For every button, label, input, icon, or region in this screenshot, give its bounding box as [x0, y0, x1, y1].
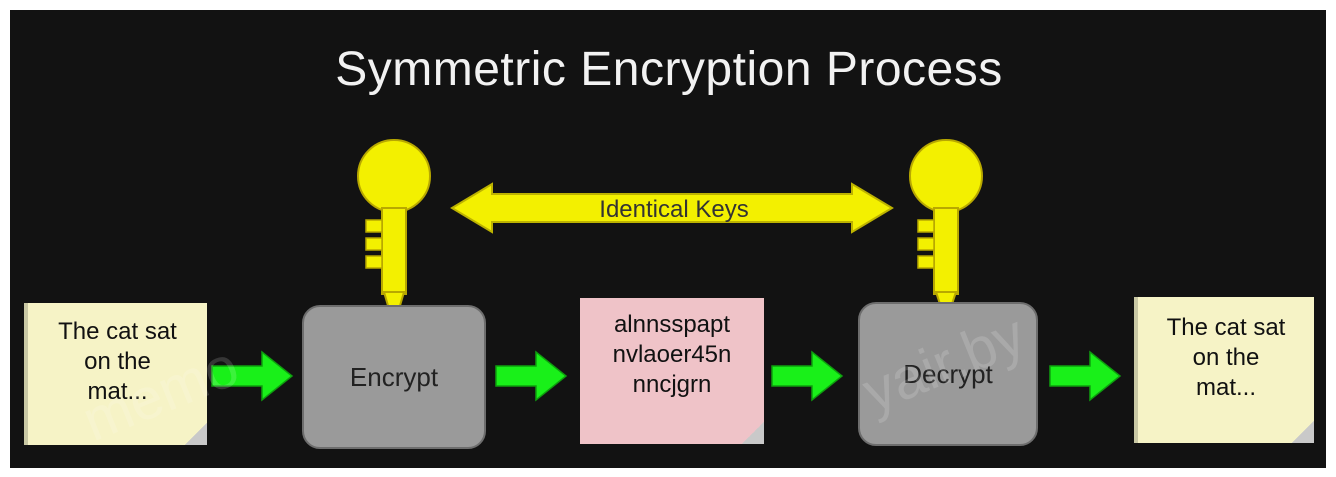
decrypt-key-icon: [909, 139, 983, 326]
ciphertext-line: nncjgrn: [632, 371, 712, 398]
encrypt-box: Encrypt: [302, 305, 486, 449]
identical-keys-label: Identical Keys: [599, 196, 749, 223]
page-curl-icon: [1292, 421, 1314, 443]
ciphertext-line: alnnsspapt: [613, 311, 731, 338]
plaintext-output-document: The cat sat on the mat...: [1134, 297, 1314, 443]
decrypt-label: Decrypt: [903, 358, 993, 389]
plaintext-output-line: on the: [1192, 344, 1260, 371]
plaintext-input-document: The cat sat on the mat...: [24, 303, 207, 445]
flow-arrow-1-icon: [211, 350, 294, 402]
flow-arrow-4-icon: [1049, 350, 1122, 402]
decrypt-box: Decrypt: [858, 302, 1038, 446]
flow-arrow-2-icon: [495, 350, 568, 402]
ciphertext-line: nvlaoer45n: [612, 341, 732, 368]
encrypt-key-icon: [357, 139, 431, 330]
ciphertext-document: alnnsspapt nvlaoer45n nncjgrn: [580, 298, 764, 444]
flow-arrow-3-icon: [771, 350, 844, 402]
plaintext-input-line: The cat sat: [58, 318, 177, 345]
page-curl-icon: [185, 423, 207, 445]
plaintext-output-line: mat...: [1195, 374, 1256, 401]
diagram-title: Symmetric Encryption Process: [335, 43, 1003, 96]
encrypt-label: Encrypt: [349, 361, 439, 392]
plaintext-input-line: mat...: [87, 378, 148, 405]
plaintext-output-line: The cat sat: [1166, 314, 1286, 341]
plaintext-input-line: on the: [84, 348, 151, 375]
identical-keys-arrow-icon: [450, 182, 894, 234]
page-curl-icon: [742, 422, 764, 444]
